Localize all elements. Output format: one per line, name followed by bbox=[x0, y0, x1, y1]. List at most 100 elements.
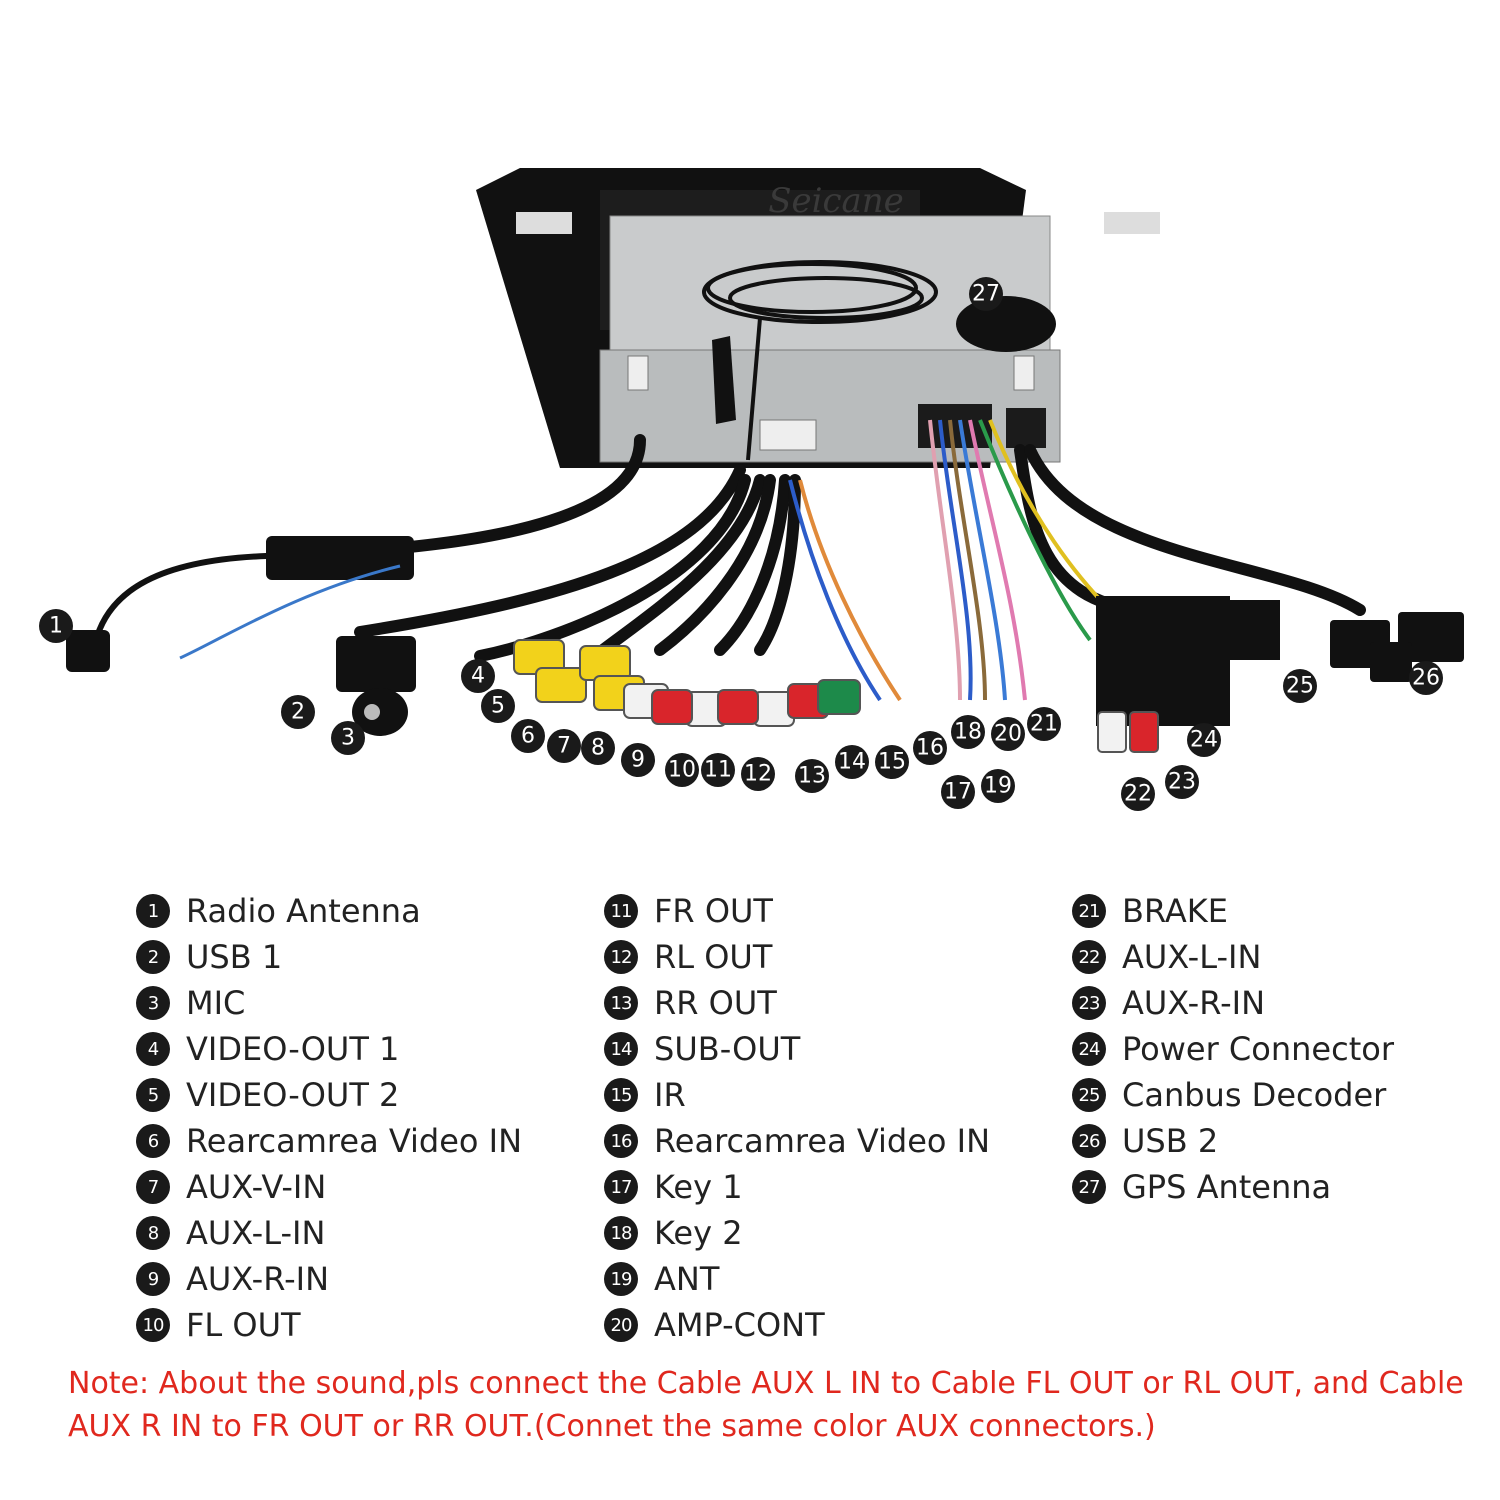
number-badge: 19 bbox=[604, 1262, 638, 1296]
svg-text:9: 9 bbox=[631, 748, 645, 773]
number-badge: 18 bbox=[604, 1216, 638, 1250]
legend-label: SUB-OUT bbox=[654, 1030, 801, 1068]
callout-21: 21 bbox=[1027, 707, 1061, 741]
rca-connectors bbox=[513, 639, 1159, 753]
svg-text:12: 12 bbox=[744, 762, 772, 787]
legend-item: 19 ANT bbox=[604, 1256, 990, 1302]
callout-10: 10 bbox=[665, 753, 699, 787]
svg-text:4: 4 bbox=[471, 664, 485, 689]
svg-text:17: 17 bbox=[944, 780, 972, 805]
wifi-antenna bbox=[712, 336, 736, 424]
legend-item: 27 GPS Antenna bbox=[1072, 1164, 1394, 1210]
number-badge: 25 bbox=[1072, 1078, 1106, 1112]
legend-label: MIC bbox=[186, 984, 246, 1022]
usb-ports bbox=[1330, 612, 1464, 682]
legend-label: Power Connector bbox=[1122, 1030, 1394, 1068]
svg-text:14: 14 bbox=[838, 750, 866, 775]
legend-item: 18 Key 2 bbox=[604, 1210, 990, 1256]
antenna-amplifier bbox=[266, 536, 414, 580]
svg-text:23: 23 bbox=[1168, 770, 1196, 795]
legend-label: BRAKE bbox=[1122, 892, 1228, 930]
legend-label: AMP-CONT bbox=[654, 1306, 825, 1344]
legend-label: Canbus Decoder bbox=[1122, 1076, 1387, 1114]
svg-text:11: 11 bbox=[704, 758, 732, 783]
number-badge: 10 bbox=[136, 1308, 170, 1342]
callout-9: 9 bbox=[621, 743, 655, 777]
number-badge: 7 bbox=[136, 1170, 170, 1204]
number-badge: 4 bbox=[136, 1032, 170, 1066]
number-badge: 5 bbox=[136, 1078, 170, 1112]
power-connector bbox=[1096, 596, 1280, 726]
callout-4: 4 bbox=[461, 659, 495, 693]
head-unit: Seicane bbox=[476, 168, 1160, 468]
svg-text:16: 16 bbox=[916, 736, 944, 761]
brand-watermark: Seicane bbox=[768, 181, 904, 221]
legend-item: 21 BRAKE bbox=[1072, 888, 1394, 934]
callouts: 1 2 3 4 5 6 7 8 9 10 11 12 13 14 15 16 1… bbox=[39, 277, 1443, 811]
sound-connection-note: Note: About the sound,pls connect the Ca… bbox=[68, 1366, 1464, 1444]
number-badge: 26 bbox=[1072, 1124, 1106, 1158]
radio-antenna-plug bbox=[66, 630, 110, 672]
callout-6: 6 bbox=[511, 719, 545, 753]
svg-text:2: 2 bbox=[291, 700, 305, 725]
number-badge: 21 bbox=[1072, 894, 1106, 928]
legend-label: AUX-L-IN bbox=[186, 1214, 326, 1252]
svg-text:24: 24 bbox=[1190, 728, 1218, 753]
legend-label: Key 2 bbox=[654, 1214, 743, 1252]
legend-item: 4 VIDEO-OUT 1 bbox=[136, 1026, 522, 1072]
svg-text:5: 5 bbox=[491, 694, 505, 719]
gps-antenna bbox=[702, 260, 938, 461]
mic-and-usb1 bbox=[336, 636, 416, 736]
svg-text:21: 21 bbox=[1030, 712, 1058, 737]
number-badge: 24 bbox=[1072, 1032, 1106, 1066]
number-badge: 8 bbox=[136, 1216, 170, 1250]
legend-label: RR OUT bbox=[654, 984, 777, 1022]
svg-text:1: 1 bbox=[49, 614, 63, 639]
svg-text:22: 22 bbox=[1124, 782, 1152, 807]
number-badge: 14 bbox=[604, 1032, 638, 1066]
legend-label: Key 1 bbox=[654, 1168, 743, 1206]
svg-text:10: 10 bbox=[668, 758, 696, 783]
legend-label: ANT bbox=[654, 1260, 720, 1298]
legend-label: VIDEO-OUT 1 bbox=[186, 1030, 400, 1068]
callout-18: 18 bbox=[951, 715, 985, 749]
legend-item: 8 AUX-L-IN bbox=[136, 1210, 522, 1256]
number-badge: 15 bbox=[604, 1078, 638, 1112]
legend-label: Rearcamrea Video IN bbox=[654, 1122, 991, 1160]
callout-2: 2 bbox=[281, 695, 315, 729]
legend-item: 24 Power Connector bbox=[1072, 1026, 1394, 1072]
legend-label: GPS Antenna bbox=[1122, 1168, 1332, 1206]
svg-text:19: 19 bbox=[984, 774, 1012, 799]
legend-label: VIDEO-OUT 2 bbox=[186, 1076, 400, 1114]
svg-text:3: 3 bbox=[341, 726, 355, 751]
legend-label: FL OUT bbox=[186, 1306, 301, 1344]
callout-14: 14 bbox=[835, 745, 869, 779]
legend-label: AUX-V-IN bbox=[186, 1168, 327, 1206]
legend-label: AUX-L-IN bbox=[1122, 938, 1262, 976]
number-badge: 27 bbox=[1072, 1170, 1106, 1204]
svg-text:18: 18 bbox=[954, 720, 982, 745]
callout-24: 24 bbox=[1187, 723, 1221, 757]
number-badge: 6 bbox=[136, 1124, 170, 1158]
svg-text:26: 26 bbox=[1412, 666, 1440, 691]
legend-label: AUX-R-IN bbox=[1122, 984, 1266, 1022]
callout-16: 16 bbox=[913, 731, 947, 765]
legend-label: AUX-R-IN bbox=[186, 1260, 330, 1298]
callout-15: 15 bbox=[875, 745, 909, 779]
legend-label: USB 1 bbox=[186, 938, 283, 976]
callout-13: 13 bbox=[795, 759, 829, 793]
radio-antenna-cable bbox=[93, 545, 411, 641]
